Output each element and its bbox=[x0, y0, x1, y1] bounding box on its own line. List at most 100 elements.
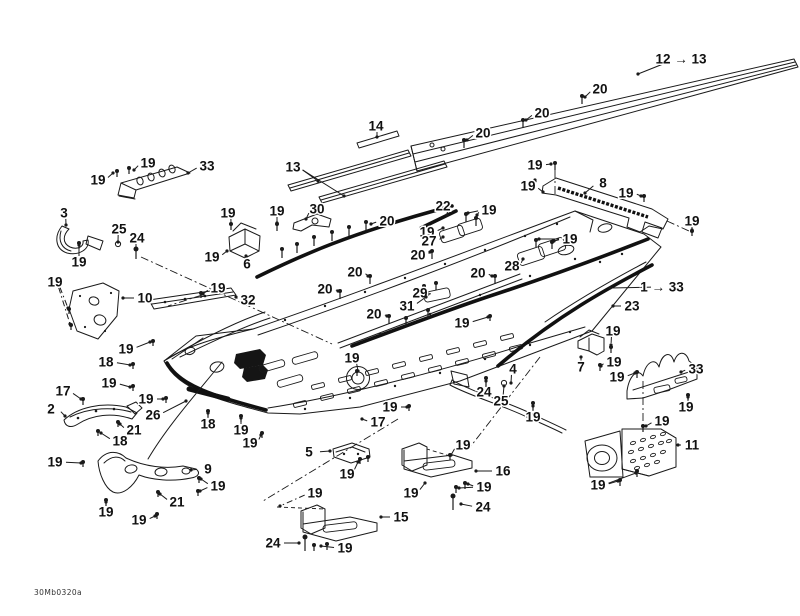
callout-19[interactable]: 19 bbox=[232, 421, 250, 439]
callout-23[interactable]: 23 bbox=[623, 297, 642, 315]
callout-19[interactable]: 19 bbox=[338, 465, 356, 483]
callout-19[interactable]: 19 bbox=[519, 177, 537, 195]
callout-19[interactable]: 19 bbox=[209, 477, 227, 495]
callout-20[interactable]: 20 bbox=[378, 212, 396, 230]
callout-19[interactable]: 19 bbox=[480, 201, 498, 219]
callout-19[interactable]: 19 bbox=[653, 412, 671, 430]
callout-19[interactable]: 19 bbox=[683, 212, 701, 230]
callout-11[interactable]: 11 bbox=[683, 436, 701, 454]
leader-line bbox=[584, 185, 594, 194]
callout-19[interactable]: 19 bbox=[608, 368, 626, 386]
callout-19[interactable]: 19 bbox=[402, 484, 420, 502]
callout-19[interactable]: 19 bbox=[343, 349, 361, 367]
callout-14[interactable]: 14 bbox=[367, 117, 386, 135]
callout-18[interactable]: 18 bbox=[199, 415, 218, 433]
callout-7[interactable]: 7 bbox=[576, 358, 587, 376]
callout-19[interactable]: 19 bbox=[336, 539, 354, 557]
callout-18[interactable]: 18 bbox=[111, 432, 130, 450]
callout-20[interactable]: 20 bbox=[346, 263, 364, 281]
callout-20[interactable]: 20 bbox=[409, 246, 427, 264]
callout-19[interactable]: 19 bbox=[203, 248, 221, 266]
callout-19[interactable]: 19 bbox=[139, 154, 157, 172]
callout-22[interactable]: 22 bbox=[434, 197, 452, 215]
callout-26[interactable]: 26 bbox=[144, 406, 163, 424]
callout-9[interactable]: 9 bbox=[203, 460, 214, 478]
callout-19[interactable]: 19 bbox=[219, 204, 237, 222]
part-bracket-2 bbox=[63, 401, 143, 428]
callout-25[interactable]: 25 bbox=[110, 220, 129, 238]
callout-18[interactable]: 18 bbox=[97, 353, 116, 371]
callout-4[interactable]: 4 bbox=[508, 360, 519, 378]
callout-19[interactable]: 19 bbox=[589, 476, 607, 494]
callout-8[interactable]: 8 bbox=[598, 174, 609, 192]
callout-19[interactable]: 19 bbox=[418, 223, 436, 241]
callout-19[interactable]: 19 bbox=[46, 273, 64, 291]
callout-19[interactable]: 19 bbox=[475, 478, 493, 496]
leader-line bbox=[302, 169, 345, 197]
callout-15[interactable]: 15 bbox=[392, 508, 411, 526]
callout-31[interactable]: 31 bbox=[398, 297, 417, 315]
callout-19[interactable]: 19 bbox=[381, 398, 399, 416]
callout-24[interactable]: 24 bbox=[474, 498, 493, 516]
callout-2[interactable]: 2 bbox=[46, 400, 57, 418]
callout-1→33[interactable]: 1 → 33 bbox=[639, 278, 686, 296]
callout-19[interactable]: 19 bbox=[89, 171, 107, 189]
callout-3[interactable]: 3 bbox=[59, 204, 70, 222]
callout-5[interactable]: 5 bbox=[304, 443, 315, 461]
callout-19[interactable]: 19 bbox=[561, 230, 579, 248]
callout-28[interactable]: 28 bbox=[503, 257, 522, 275]
callout-19[interactable]: 19 bbox=[241, 434, 259, 452]
callout-33[interactable]: 33 bbox=[687, 360, 706, 378]
callout-19[interactable]: 19 bbox=[453, 314, 471, 332]
callout-19[interactable]: 19 bbox=[605, 353, 623, 371]
callout-10[interactable]: 10 bbox=[136, 289, 154, 307]
callout-19[interactable]: 19 bbox=[97, 503, 115, 521]
callout-19[interactable]: 19 bbox=[524, 408, 542, 426]
callout-17[interactable]: 17 bbox=[369, 413, 387, 431]
callout-19[interactable]: 19 bbox=[604, 322, 622, 340]
rivet-dots bbox=[283, 222, 624, 411]
leader-line bbox=[609, 286, 652, 289]
callout-21[interactable]: 21 bbox=[125, 421, 144, 439]
callout-20[interactable]: 20 bbox=[316, 280, 334, 298]
leader-line bbox=[320, 545, 335, 548]
callout-32[interactable]: 32 bbox=[239, 291, 257, 309]
callout-19[interactable]: 19 bbox=[117, 340, 135, 358]
callout-19[interactable]: 19 bbox=[46, 453, 64, 471]
callout-21[interactable]: 21 bbox=[168, 493, 187, 511]
callout-20[interactable]: 20 bbox=[474, 124, 492, 142]
leader-line bbox=[100, 432, 111, 440]
callout-19[interactable]: 19 bbox=[617, 184, 635, 202]
callout-20[interactable]: 20 bbox=[591, 80, 609, 98]
callout-19[interactable]: 19 bbox=[209, 279, 227, 297]
callout-24[interactable]: 24 bbox=[475, 383, 494, 401]
callout-19[interactable]: 19 bbox=[306, 484, 324, 502]
callout-19[interactable]: 19 bbox=[130, 511, 148, 529]
callout-19[interactable]: 19 bbox=[137, 390, 155, 408]
leader-line bbox=[162, 400, 187, 414]
callout-25[interactable]: 25 bbox=[492, 392, 511, 410]
callout-19[interactable]: 19 bbox=[454, 436, 472, 454]
callout-24[interactable]: 24 bbox=[128, 229, 147, 247]
callout-20[interactable]: 20 bbox=[469, 264, 487, 282]
callout-13[interactable]: 13 bbox=[284, 158, 303, 176]
callout-20[interactable]: 20 bbox=[365, 305, 383, 323]
callout-24[interactable]: 24 bbox=[264, 534, 283, 552]
callout-33[interactable]: 33 bbox=[198, 157, 217, 175]
callout-17[interactable]: 17 bbox=[54, 382, 72, 400]
callout-30[interactable]: 30 bbox=[308, 200, 326, 218]
callout-19[interactable]: 19 bbox=[677, 398, 695, 416]
callout-19[interactable]: 19 bbox=[526, 156, 544, 174]
leader-line bbox=[59, 287, 69, 309]
callout-19[interactable]: 19 bbox=[268, 202, 286, 220]
callout-16[interactable]: 16 bbox=[494, 462, 513, 480]
callout-19[interactable]: 19 bbox=[70, 253, 88, 271]
callout-27[interactable]: 27 bbox=[420, 232, 438, 250]
part-bracket-33-left bbox=[117, 164, 191, 200]
leader-line bbox=[416, 296, 427, 304]
callout-12→13[interactable]: 12 → 13 bbox=[654, 50, 709, 68]
callout-19[interactable]: 19 bbox=[100, 374, 118, 392]
callout-6[interactable]: 6 bbox=[242, 255, 253, 273]
callout-20[interactable]: 20 bbox=[533, 104, 551, 122]
